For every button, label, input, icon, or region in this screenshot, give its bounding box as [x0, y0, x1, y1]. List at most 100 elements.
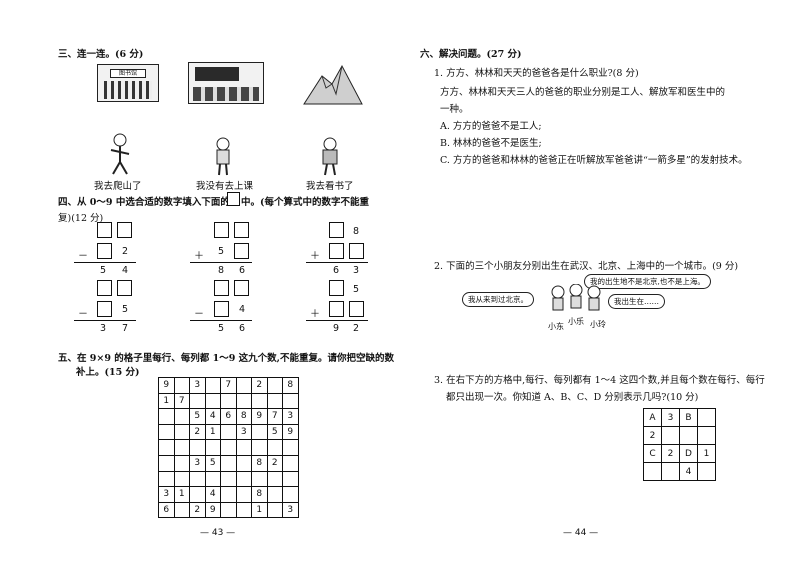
answer-box[interactable]: [349, 243, 364, 259]
question-2-title: 2. 下面的三个小朋友分别出生在武汉、北京、上海中的一个城市。(9 分): [434, 261, 739, 272]
sudoku-cell[interactable]: [235, 439, 252, 456]
speech-bubble-left: 我从来到过北京。: [462, 292, 534, 307]
answer-box[interactable]: [234, 243, 249, 259]
sudoku-cell: 4: [204, 408, 221, 425]
sudoku-cell[interactable]: [266, 439, 283, 456]
sudoku-cell[interactable]: [282, 470, 299, 488]
answer-box[interactable]: [214, 301, 229, 317]
answer-box[interactable]: [97, 222, 112, 238]
sudoku-cell[interactable]: [173, 454, 190, 472]
sudoku-cell[interactable]: [204, 392, 221, 410]
sudoku-cell[interactable]: [173, 377, 190, 394]
answer-box[interactable]: [214, 222, 229, 238]
sudoku-cell[interactable]: [235, 486, 252, 503]
sudoku-cell[interactable]: [251, 470, 268, 488]
answer-box[interactable]: [234, 280, 249, 296]
latin-square-cell[interactable]: [697, 462, 716, 481]
latin-square-cell[interactable]: [661, 462, 680, 481]
sudoku-cell[interactable]: [235, 454, 252, 472]
section-5-title: 五、在 9×9 的格子里每行、每列都 1～9 这九个数,不能重复。请你把空缺的数: [58, 353, 394, 364]
answer-box[interactable]: [234, 222, 249, 238]
answer-box-example: [227, 192, 240, 206]
answer-box[interactable]: [349, 301, 364, 317]
sudoku-cell[interactable]: [173, 501, 190, 519]
latin-square-cell: 1: [697, 444, 716, 463]
answer-box[interactable]: [329, 301, 344, 317]
answer-box[interactable]: [329, 280, 344, 296]
operator: －: [194, 309, 204, 320]
sudoku-cell[interactable]: [204, 377, 221, 394]
question-1-option-c: C. 方方的爸爸和林林的爸爸正在听解放军爸爸讲“一箭多星”的发射技术。: [440, 155, 748, 166]
sudoku-cell[interactable]: [235, 377, 252, 394]
sudoku-cell[interactable]: [220, 470, 237, 488]
sudoku-cell[interactable]: [220, 439, 237, 456]
sudoku-cell[interactable]: [266, 470, 283, 488]
grid-row: 2: [643, 426, 716, 445]
latin-square-cell[interactable]: [661, 426, 680, 445]
latin-square-cell[interactable]: [643, 462, 662, 481]
sudoku-cell[interactable]: [235, 501, 252, 519]
sudoku-cell[interactable]: [158, 439, 175, 456]
sudoku-cell[interactable]: [189, 392, 206, 410]
sudoku-cell[interactable]: [158, 454, 175, 472]
sudoku-cell[interactable]: [173, 470, 190, 488]
section-3-title: 三、连一连。(6 分): [58, 49, 144, 60]
sudoku-cell[interactable]: [158, 423, 175, 441]
question-3-line2: 都只出现一次。你知道 A、B、C、D 分别表示几吗?(10 分): [446, 392, 699, 403]
kid-name-1: 小东: [548, 322, 564, 331]
child-figure-3: [322, 137, 338, 176]
sudoku-cell[interactable]: [173, 408, 190, 425]
sudoku-cell[interactable]: [266, 392, 283, 410]
sudoku-cell[interactable]: [173, 423, 190, 441]
sudoku-cell[interactable]: [220, 486, 237, 503]
latin-square-cell: B: [679, 408, 698, 427]
latin-square-cell[interactable]: [679, 426, 698, 445]
operator: ＋: [194, 251, 204, 262]
latin-square-cell[interactable]: [697, 408, 716, 427]
sudoku-cell[interactable]: [251, 439, 268, 456]
sudoku-cell: 6: [158, 501, 175, 519]
sudoku-cell[interactable]: [266, 486, 283, 503]
sudoku-cell[interactable]: [189, 439, 206, 456]
answer-box[interactable]: [117, 280, 132, 296]
sudoku-cell[interactable]: [282, 439, 299, 456]
sudoku-cell[interactable]: [158, 470, 175, 488]
sudoku-cell[interactable]: [189, 470, 206, 488]
sudoku-cell[interactable]: [235, 392, 252, 410]
answer-box[interactable]: [97, 280, 112, 296]
sudoku-cell[interactable]: [282, 454, 299, 472]
sudoku-cell[interactable]: [173, 439, 190, 456]
latin-square-cell[interactable]: [697, 426, 716, 445]
answer-box[interactable]: [329, 222, 344, 238]
answer-box[interactable]: [117, 222, 132, 238]
sudoku-cell[interactable]: [282, 486, 299, 503]
sudoku-cell[interactable]: [220, 454, 237, 472]
answer-box[interactable]: [214, 280, 229, 296]
sudoku-cell[interactable]: [266, 501, 283, 519]
sudoku-cell[interactable]: [220, 392, 237, 410]
sudoku-cell: 2: [266, 454, 283, 472]
sudoku-cell[interactable]: [189, 486, 206, 503]
sudoku-cell[interactable]: [204, 470, 221, 488]
sudoku-cell[interactable]: [204, 439, 221, 456]
sudoku-cell[interactable]: [220, 501, 237, 519]
sudoku-cell[interactable]: [158, 408, 175, 425]
sudoku-cell[interactable]: [251, 423, 268, 441]
sudoku-cell[interactable]: [220, 423, 237, 441]
sudoku-cell[interactable]: [251, 392, 268, 410]
sudoku-cell[interactable]: [266, 377, 283, 394]
sudoku-cell: 9: [251, 408, 268, 425]
sudoku-cell[interactable]: [282, 392, 299, 410]
sudoku-cell: 9: [158, 377, 175, 394]
latin-square-cell: A: [643, 408, 662, 427]
answer-box[interactable]: [97, 243, 112, 259]
sum-line: [74, 320, 136, 321]
sudoku-cell: 4: [204, 486, 221, 503]
sudoku-cell: 9: [282, 423, 299, 441]
sudoku-cell[interactable]: [235, 470, 252, 488]
answer-box[interactable]: [329, 243, 344, 259]
answer-box[interactable]: [97, 301, 112, 317]
